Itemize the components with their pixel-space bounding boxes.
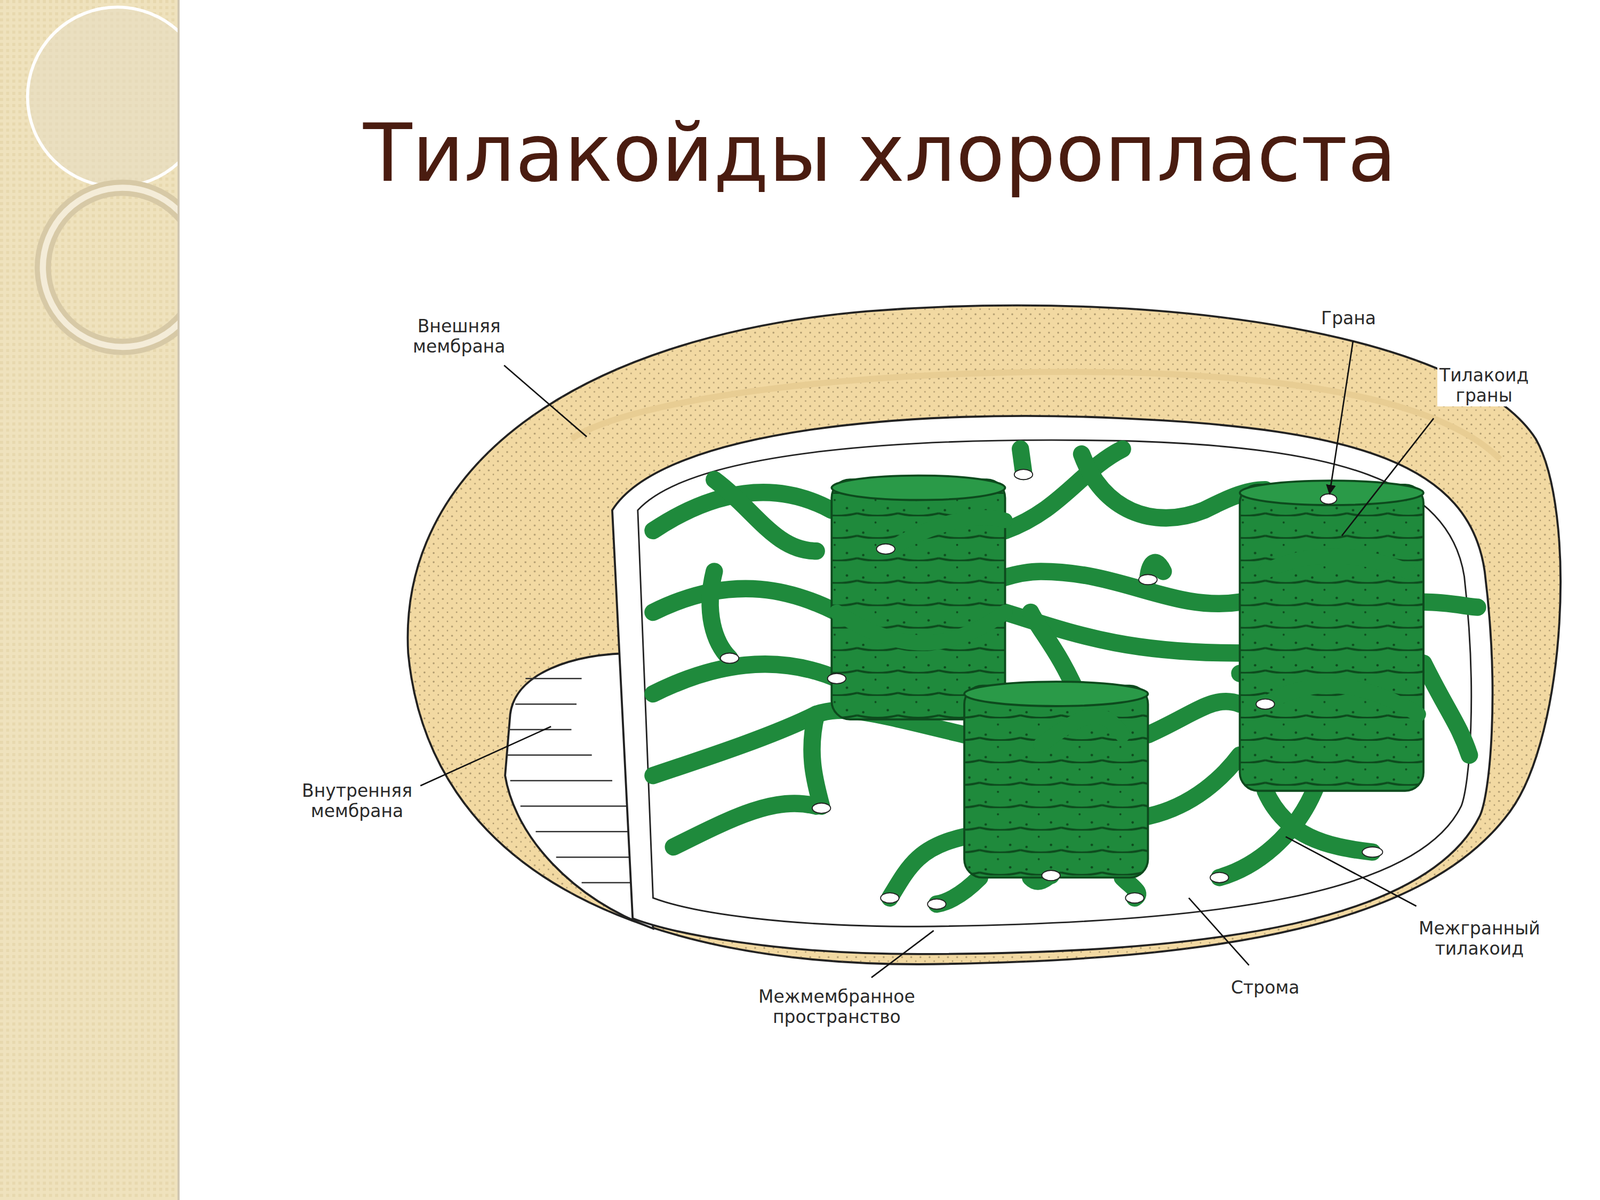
part-label: Внутренняя мембрана	[299, 780, 415, 822]
part-label: Межгранный тилакоид	[1416, 917, 1543, 960]
part-label: Строма	[1228, 977, 1302, 999]
grana-stacks	[831, 475, 1424, 878]
intermembrane-space	[612, 416, 1493, 955]
part-label: Внешняя мембрана	[410, 315, 508, 358]
part-label: Межмембранное пространство	[756, 986, 918, 1028]
part-label: Тилакоид граны	[1437, 364, 1531, 407]
strip-rings	[27, 6, 179, 347]
stroma	[637, 440, 1472, 927]
intergranal-thylakoids	[652, 449, 1478, 904]
part-label: Грана	[1318, 307, 1379, 330]
leader-lines	[420, 340, 1434, 978]
outer-membrane	[408, 305, 1562, 965]
slide-title: Тилакойды хлоропласта	[363, 109, 1397, 198]
